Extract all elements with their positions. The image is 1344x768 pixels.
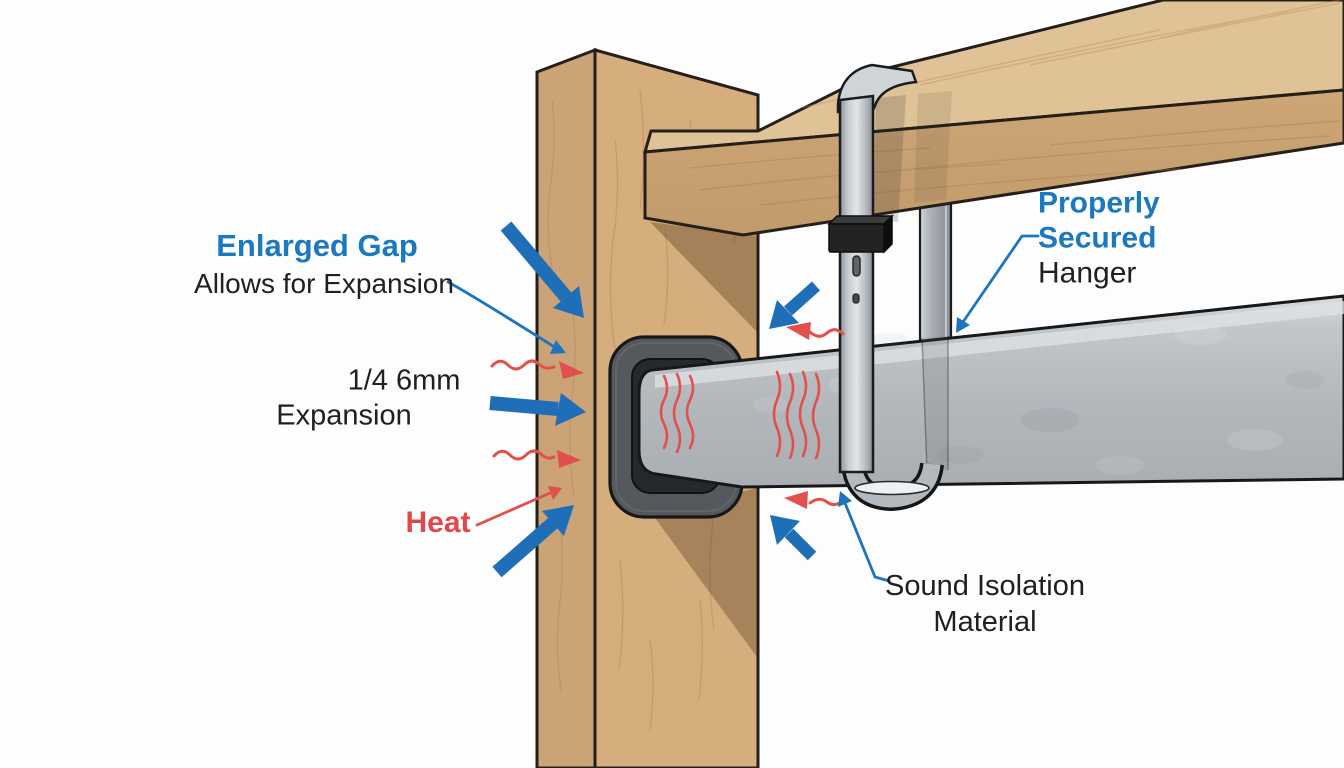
strap-slot [852,255,861,277]
strap-shadow-on-beam [874,95,906,222]
pointer-arrow-icon [446,234,1040,583]
expansion-word-label: Expansion [276,399,412,432]
pointer-sound-isolation [838,491,891,583]
beam-wood-grain [689,120,1341,206]
hanger-strap-loop-bottom [841,462,944,512]
strap-hole [852,293,860,304]
sound-isolation-line2: Material [933,606,1037,638]
expansion-arrow-icon [489,221,820,578]
heat-wave-arrow-icon [475,322,845,527]
hanger-label-block: Properly Secured Hanger [1038,186,1160,291]
hanger-label-line3: Hanger [1038,256,1137,290]
heat-wave-lower-duct [784,491,845,509]
thick-arrow-lower-duct [770,515,817,561]
hanger-strap-front [827,63,918,474]
thick-arrow-top-left [500,221,584,318]
pointer-enlarged-gap [446,280,566,354]
duct-top-highlight [655,301,1344,388]
enlarged-gap-heading: Enlarged Gap [216,228,418,263]
hanger-label-line1: Properly [1038,186,1160,220]
duct-mottle-texture [752,325,1325,474]
heat-wave-left-2 [492,449,581,468]
pointer-secured-hanger [956,234,1040,333]
sound-isolation-line1: Sound Isolation [885,570,1085,602]
thick-arrow-bottom-left [492,505,574,578]
beam-shadow-on-post [650,222,757,332]
hanger-strap-over-duct [921,336,949,471]
strap-gap-opening [854,480,930,496]
duct-shadow-on-post [652,488,757,657]
heat-label: Heat [405,506,471,539]
thick-arrow-upper-duct [769,281,820,329]
hanger-label-line2: Secured [1038,221,1157,255]
heat-shimmer-icon [659,370,821,460]
heat-wave-upper-duct [786,322,845,340]
heat-pointer-arrow [475,486,562,527]
expansion-size-label: 1/4 6mm [347,364,461,397]
heat-wave-left-1 [490,359,584,379]
wood-beam [642,0,1344,237]
sound-isolation-label-block: Sound Isolation Material [885,568,1085,640]
strap-shadow-on-beam-2 [914,91,952,203]
duct [637,294,1344,489]
strap-clamp [827,214,894,254]
enlarged-gap-subtext: Allows for Expansion [194,268,454,299]
thick-arrow-middle-left [489,393,586,426]
